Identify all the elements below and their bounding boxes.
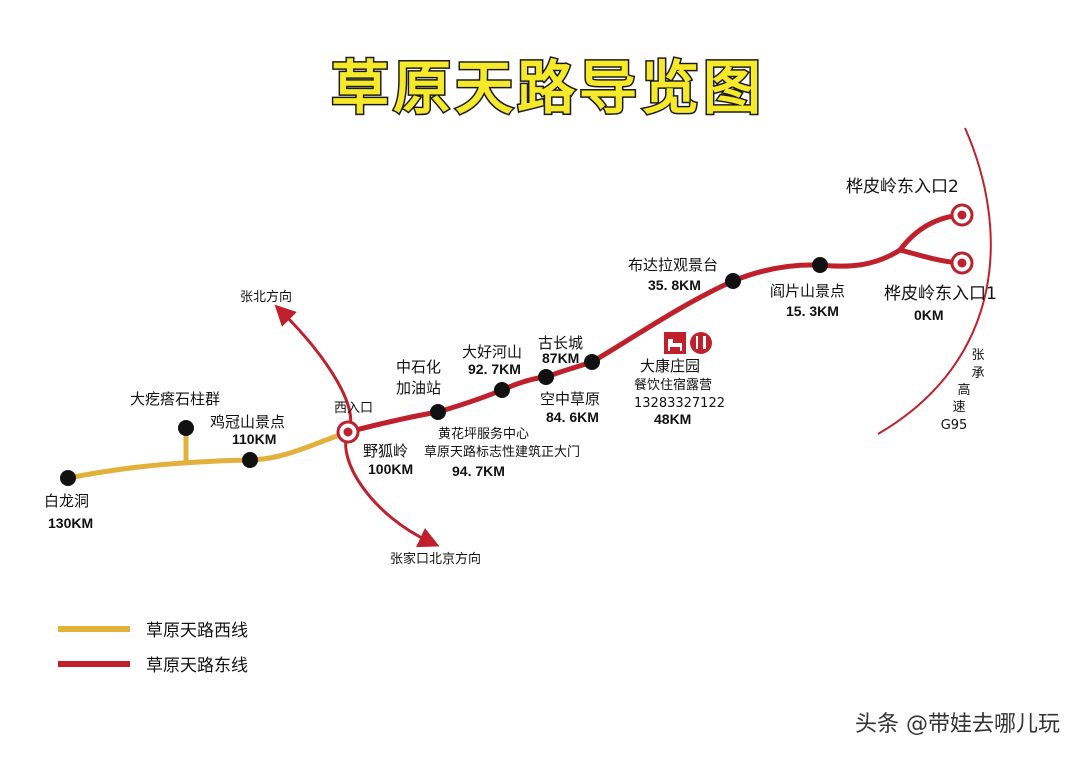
expressway-label-1: 张	[971, 348, 984, 363]
label-jiguanshan: 鸡冠山景点	[210, 413, 285, 431]
food-icon	[690, 332, 712, 354]
east-line	[345, 247, 903, 435]
label-bailongdong: 白龙洞	[44, 492, 89, 510]
entrance-east-1	[950, 251, 974, 275]
stop-kongzhongcaoyuan	[538, 369, 554, 385]
label-guchangcheng: 古长城	[538, 334, 583, 352]
stop-zhongshihua	[430, 404, 446, 420]
desc-dakangzhuangyuan: 餐饮住宿露营	[634, 377, 712, 393]
direction-zhangjiakou: 张家口北京方向	[390, 551, 481, 567]
phone-dakangzhuangyuan: 13283327122	[634, 396, 725, 411]
stop-bailongdong	[60, 470, 76, 486]
km-jiguanshan: 110KM	[232, 431, 276, 447]
label-yehuling: 野狐岭	[363, 442, 408, 460]
km-entrance1: 0KM	[914, 307, 944, 323]
expressway-line	[877, 127, 992, 435]
stop-dahaoheshan	[494, 382, 510, 398]
stop-guchangcheng	[584, 354, 600, 370]
west-line	[65, 429, 351, 481]
km-dahaoheshan: 92. 7KM	[468, 361, 521, 377]
label-dakangzhuangyuan: 大康庄园	[640, 357, 700, 375]
label-huanghuaping-2: 草原天路标志性建筑正大门	[424, 444, 580, 460]
label-ximenkou: 西入口	[334, 401, 373, 416]
km-huanghuaping: 94. 7KM	[452, 463, 505, 479]
stop-dagedashizhuqun	[178, 420, 194, 436]
km-kongzhongcaoyuan: 84. 6KM	[546, 409, 599, 425]
km-budalaguanjingtai: 35. 8KM	[648, 277, 701, 293]
expressway-label-5: G95	[941, 418, 968, 433]
label-dahaoheshan: 大好河山	[462, 343, 522, 361]
km-dakangzhuangyuan: 48KM	[654, 411, 691, 427]
map-title: 草原天路导览图	[331, 54, 765, 122]
entrance-east-2	[950, 203, 974, 227]
label-zhongshihua-1: 中石化	[396, 358, 441, 376]
entrance-west	[336, 420, 360, 444]
bed-icon	[664, 332, 686, 354]
label-zhongshihua-2: 加油站	[396, 379, 441, 397]
label-entrance1: 桦皮岭东入口1	[884, 284, 997, 304]
km-yanpianshan: 15. 3KM	[786, 303, 839, 319]
direction-zhangbei: 张北方向	[240, 289, 292, 305]
legend-label-east: 草原天路东线	[146, 656, 248, 676]
km-guchangcheng: 87KM	[542, 350, 579, 366]
stop-budalaguanjingtai	[725, 273, 741, 289]
expressway-label-4: 速	[952, 400, 965, 415]
label-dagedashizhuqun: 大疙瘩石柱群	[130, 390, 220, 408]
label-huanghuaping-1: 黄花坪服务中心	[438, 426, 529, 442]
legend-label-west: 草原天路西线	[146, 621, 248, 641]
km-bailongdong: 130KM	[48, 515, 93, 531]
label-budalaguanjingtai: 布达拉观景台	[628, 256, 718, 274]
label-yanpianshan: 阎片山景点	[770, 282, 845, 300]
stop-yanpianshan	[812, 257, 828, 273]
label-kongzhongcaoyuan: 空中草原	[540, 390, 600, 408]
expressway-label-3: 高	[957, 382, 970, 398]
km-yehuling: 100KM	[368, 461, 413, 477]
watermark: 头条 @带娃去哪儿玩	[855, 712, 1060, 737]
label-entrance2: 桦皮岭东入口2	[846, 177, 959, 197]
legend: 草原天路西线 草原天路东线	[58, 621, 248, 676]
expressway-label-2: 承	[971, 366, 984, 381]
stop-jiguanshan	[242, 452, 258, 468]
